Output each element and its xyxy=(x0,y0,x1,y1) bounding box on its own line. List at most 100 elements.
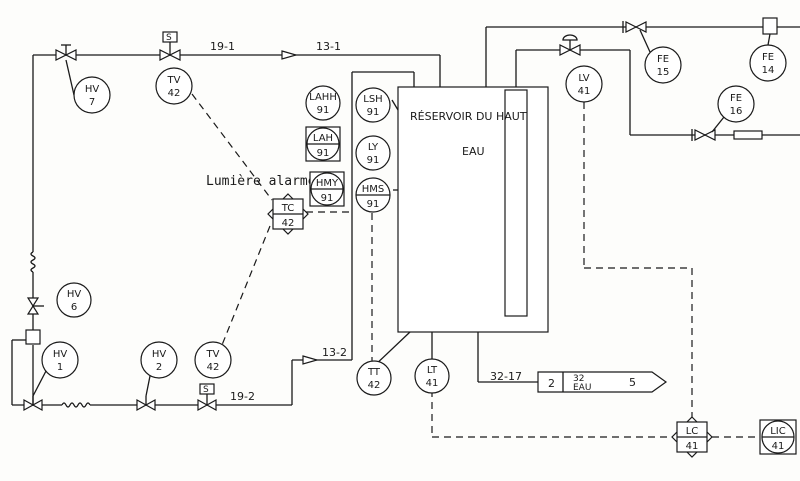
valve-hv1 xyxy=(23,396,43,412)
instrument-tt42: TT 42 xyxy=(356,360,392,396)
valve-top-right xyxy=(622,21,647,33)
svg-text:LAH: LAH xyxy=(313,133,333,144)
instrument-hv7: HV 7 xyxy=(65,59,111,114)
svg-text:42: 42 xyxy=(368,380,381,391)
svg-text:LIC: LIC xyxy=(770,426,786,437)
instrument-lahh91: LAHH 91 xyxy=(305,85,341,121)
valve-fe16 xyxy=(691,129,716,141)
tank-title: RÉSERVOIR DU HAUT xyxy=(410,110,527,123)
valve-hv2 xyxy=(136,396,156,412)
offpage-sheet: 5 xyxy=(629,376,636,389)
instrument-ly91: LY 91 xyxy=(355,135,391,171)
svg-text:42: 42 xyxy=(282,218,295,229)
instrument-hms91: HMS 91 xyxy=(355,177,391,213)
fe14-element xyxy=(762,17,778,35)
tank-level-gauge xyxy=(504,89,528,317)
svg-text:41: 41 xyxy=(578,86,591,97)
instrument-lc41: LC 41 xyxy=(671,416,713,458)
svg-text:42: 42 xyxy=(207,362,220,373)
svg-text:TV: TV xyxy=(167,75,181,86)
svg-text:LAHH: LAHH xyxy=(309,92,337,103)
svg-text:LSH: LSH xyxy=(363,94,382,105)
svg-text:42: 42 xyxy=(168,88,181,99)
svg-text:41: 41 xyxy=(686,441,699,452)
valve-hv6 xyxy=(26,297,44,315)
instrument-fe15: FE 15 xyxy=(639,29,682,84)
solenoid-s-top: S xyxy=(166,33,172,43)
svg-text:HV: HV xyxy=(67,289,82,300)
svg-text:LY: LY xyxy=(368,142,379,153)
flow-arrows xyxy=(281,50,320,365)
svg-text:41: 41 xyxy=(772,441,785,452)
svg-text:6: 6 xyxy=(71,302,77,313)
svg-text:TC: TC xyxy=(281,203,295,214)
heater-right xyxy=(733,130,763,140)
line-19-2: 19-2 xyxy=(230,390,255,403)
line-32-17: 32-17 xyxy=(490,370,522,383)
offpage-fluid: EAU xyxy=(573,383,591,393)
valve-tv42-top xyxy=(159,31,181,61)
svg-text:1: 1 xyxy=(57,362,63,373)
instrument-hv1: HV 1 xyxy=(32,341,79,397)
tank-reservoir-du-haut: RÉSERVOIR DU HAUT EAU xyxy=(397,86,549,333)
instrument-tc42: TC 42 xyxy=(267,193,309,235)
coil-bottom xyxy=(61,402,91,408)
reducer-13-2 xyxy=(302,355,320,365)
svg-text:41: 41 xyxy=(426,378,439,389)
svg-text:LC: LC xyxy=(686,426,699,437)
svg-text:91: 91 xyxy=(321,193,334,204)
svg-text:91: 91 xyxy=(367,107,380,118)
line-13-2: 13-2 xyxy=(322,346,347,359)
instrument-hv6: HV 6 xyxy=(56,282,92,318)
svg-text:HMS: HMS xyxy=(362,184,385,195)
valve-tv42-bottom xyxy=(197,383,217,412)
signal-lines xyxy=(191,93,760,438)
svg-text:2: 2 xyxy=(156,362,162,373)
valves xyxy=(23,17,778,412)
svg-text:91: 91 xyxy=(367,155,380,166)
svg-text:91: 91 xyxy=(317,148,330,159)
line-labels: 19-1 13-1 13-2 19-2 32-17 S S xyxy=(166,33,522,403)
svg-text:91: 91 xyxy=(367,199,380,210)
svg-text:LT: LT xyxy=(427,365,438,376)
instrument-lic41: LIC 41 xyxy=(759,419,797,455)
offpage-connector: 2 32 EAU 5 xyxy=(537,371,668,393)
svg-text:16: 16 xyxy=(730,106,743,117)
tank-content: EAU xyxy=(462,145,485,158)
instrument-tv42-top: TV 42 xyxy=(155,67,193,105)
offpage-code: 32 xyxy=(573,374,584,384)
alarm-light-note: Lumière alarme xyxy=(206,174,316,189)
instrument-hv2: HV 2 xyxy=(140,341,178,397)
svg-text:7: 7 xyxy=(89,97,95,108)
reducer-13-1 xyxy=(281,50,299,60)
svg-text:TV: TV xyxy=(206,349,220,360)
svg-text:91: 91 xyxy=(317,105,330,116)
instrument-hmy91: HMY 91 xyxy=(309,171,345,207)
svg-text:FE: FE xyxy=(730,93,742,104)
coil-left xyxy=(30,251,36,273)
instrument-lv41: LV 41 xyxy=(565,65,603,103)
coils xyxy=(30,130,763,408)
instrument-lah91: LAH 91 xyxy=(305,126,341,162)
valve-hv7 xyxy=(55,44,77,61)
svg-text:LV: LV xyxy=(578,73,589,84)
instrument-tv42-bottom: TV 42 xyxy=(194,341,232,379)
svg-text:HV: HV xyxy=(85,84,100,95)
svg-text:HMY: HMY xyxy=(316,178,339,189)
line-19-1: 19-1 xyxy=(210,40,235,53)
svg-text:HV: HV xyxy=(53,349,68,360)
instrument-fe14: FE 14 xyxy=(749,33,787,82)
svg-text:TT: TT xyxy=(367,367,381,378)
offpage-num: 2 xyxy=(548,377,555,390)
solenoid-s-bottom: S xyxy=(203,385,209,395)
svg-text:15: 15 xyxy=(657,67,670,78)
valve-lv41 xyxy=(559,34,581,56)
svg-text:14: 14 xyxy=(762,65,775,76)
svg-text:HV: HV xyxy=(152,349,167,360)
svg-text:FE: FE xyxy=(762,52,774,63)
instrument-lt41: LT 41 xyxy=(414,358,450,394)
instrument-lsh91: LSH 91 xyxy=(355,87,391,123)
instrument-fe16: FE 16 xyxy=(711,85,755,133)
line-13-1: 13-1 xyxy=(316,40,341,53)
